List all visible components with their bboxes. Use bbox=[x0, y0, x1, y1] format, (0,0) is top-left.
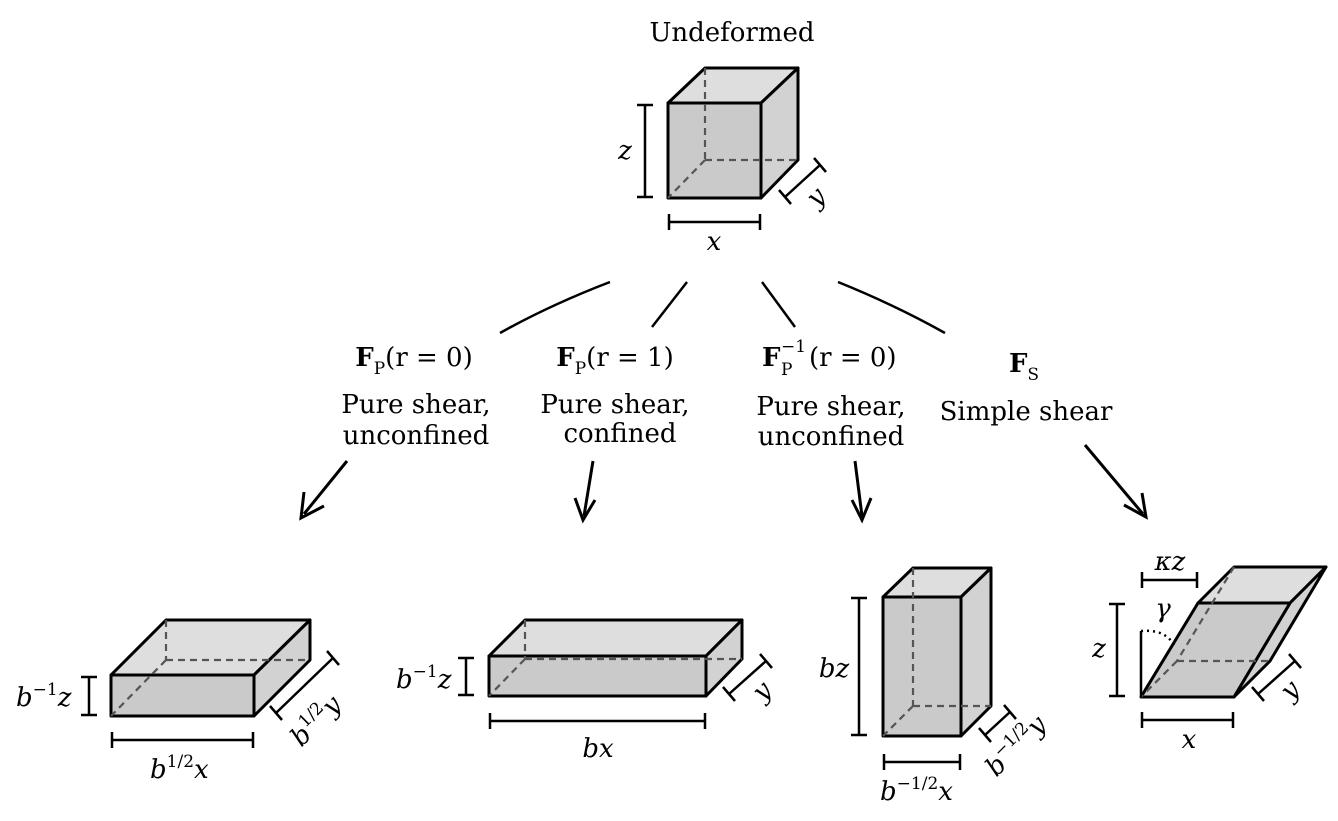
box-3-depth-dimension bbox=[978, 704, 1017, 743]
box-3-front-face bbox=[881, 595, 963, 738]
box-1-height-dimension bbox=[81, 675, 97, 717]
box-1-hidden-edges bbox=[110, 620, 310, 717]
undeformed-y-dimension bbox=[778, 157, 827, 205]
box-2-height-label: b−1z bbox=[396, 662, 452, 695]
box-2-depth-dimension bbox=[722, 653, 773, 702]
box-2-height-var: z bbox=[437, 665, 452, 695]
box-2-height-base: b bbox=[396, 665, 413, 695]
branch-1-desc-line1: Pure shear, bbox=[341, 390, 490, 420]
branch-2-desc-line2: confined bbox=[563, 419, 676, 449]
box-1 bbox=[109, 618, 312, 718]
undeformed-x-dimension bbox=[667, 214, 762, 230]
box-4-height-dimension bbox=[1109, 602, 1125, 698]
box-1-width-var: x bbox=[194, 755, 209, 785]
box-1-depth-dimension bbox=[269, 650, 340, 721]
box-1-width-label: b1/2x bbox=[150, 752, 209, 785]
box-1-width-exp: 1/2 bbox=[167, 752, 194, 772]
box-2-depth-label: y bbox=[746, 675, 779, 708]
branch-1-map: FP(r = 0) bbox=[355, 343, 473, 379]
undeformed-cube-hidden-edges bbox=[667, 68, 798, 199]
branch-4-map: FS bbox=[1009, 349, 1039, 385]
box-1-height-label: b−1z bbox=[16, 680, 72, 713]
branch-1-map-argument: (r = 0) bbox=[385, 343, 473, 373]
branch-4-desc-line1: Simple shear bbox=[940, 397, 1113, 427]
branch-2-map-subscript: P bbox=[575, 359, 586, 379]
box-2-height-exp: −1 bbox=[413, 662, 438, 682]
box-3-width-dimension bbox=[882, 754, 962, 770]
box-4-width-label: x bbox=[1182, 725, 1197, 755]
box-2-hidden-edges bbox=[488, 620, 742, 697]
box-1-height-base: b bbox=[16, 683, 33, 713]
arrow-branch-3 bbox=[850, 460, 873, 524]
box-4-depth-label: y bbox=[1274, 674, 1307, 707]
undeformed-cube bbox=[666, 66, 800, 200]
box-3-width-label: b−1/2x bbox=[880, 774, 953, 807]
branch-2-map-argument: (r = 1) bbox=[586, 343, 674, 373]
branch-3-map-sup: −1 bbox=[781, 337, 806, 357]
box-4-offset-label: κz bbox=[1154, 547, 1186, 577]
branch-3-map-arg: (r = 0) bbox=[809, 343, 897, 373]
box-1-width-dimension bbox=[110, 732, 255, 748]
undeformed-x-label: x bbox=[707, 227, 722, 257]
undeformed-z-dimension bbox=[637, 103, 653, 199]
box-2-front-face bbox=[487, 654, 708, 698]
branch-3-map-sub: P bbox=[781, 360, 792, 380]
undeformed-cube-front-face bbox=[666, 101, 763, 200]
box-2-width-label: bx bbox=[582, 734, 614, 764]
undeformed-title: Undeformed bbox=[649, 18, 814, 48]
arrow-branch-2 bbox=[573, 460, 597, 524]
branch-3-map-main: F bbox=[762, 343, 781, 373]
undeformed-z-label: z bbox=[617, 136, 632, 166]
branch-2-map-symbol: F bbox=[556, 343, 575, 373]
branch-4-map-subscript: S bbox=[1027, 365, 1039, 385]
arrow-branch-1 bbox=[299, 460, 349, 521]
branch-3-desc-line2: unconfined bbox=[758, 422, 905, 452]
connector-branch-1 bbox=[499, 280, 611, 335]
branch-1-map-subscript: P bbox=[374, 359, 385, 379]
undeformed-y-label: y bbox=[800, 181, 833, 214]
box-4-front-face bbox=[1139, 601, 1292, 699]
box-1-width-base: b bbox=[150, 755, 167, 785]
box-3-height-label: bz bbox=[819, 654, 850, 684]
box-1-front-face bbox=[109, 673, 256, 718]
branch-1-desc-line2: unconfined bbox=[343, 421, 490, 451]
branch-3-desc-line1: Pure shear, bbox=[756, 392, 905, 422]
branch-1-map-symbol: F bbox=[355, 343, 374, 373]
connector-branch-4 bbox=[837, 280, 946, 335]
box-1-height-var: z bbox=[57, 683, 72, 713]
connector-branch-2 bbox=[651, 281, 688, 328]
box-4-angle-arc bbox=[1140, 629, 1176, 646]
branch-4-map-symbol: F bbox=[1009, 349, 1028, 379]
box-2 bbox=[487, 618, 744, 698]
branch-2-desc-line1: Pure shear, bbox=[540, 390, 689, 420]
box-4-width-dimension bbox=[1140, 712, 1235, 728]
box-4-hidden-edges bbox=[1140, 566, 1270, 698]
box-3-side-face bbox=[959, 566, 993, 738]
box-4-angle-label: γ bbox=[1155, 594, 1171, 624]
box-4-height-label: z bbox=[1091, 634, 1106, 664]
box-2-height-dimension bbox=[458, 656, 474, 697]
box-3-width-var: x bbox=[938, 777, 953, 807]
arrow-branch-4 bbox=[1083, 444, 1148, 520]
box-4 bbox=[1139, 565, 1328, 699]
box-3-height-dimension bbox=[851, 596, 867, 737]
box-4-offset-dimension bbox=[1140, 572, 1199, 588]
box-4-depth-dimension bbox=[1251, 653, 1302, 702]
box-2-width-dimension bbox=[488, 713, 707, 729]
box-3 bbox=[881, 566, 993, 738]
box-3-width-base: b bbox=[880, 777, 897, 807]
box-1-height-exp: −1 bbox=[33, 680, 58, 700]
connector-branch-3 bbox=[760, 281, 797, 328]
box-3-width-exp: −1/2 bbox=[897, 774, 939, 794]
branch-2-map: FP(r = 1) bbox=[556, 343, 674, 379]
box-3-hidden-edges bbox=[882, 568, 991, 737]
box-2-top-face bbox=[487, 618, 744, 658]
